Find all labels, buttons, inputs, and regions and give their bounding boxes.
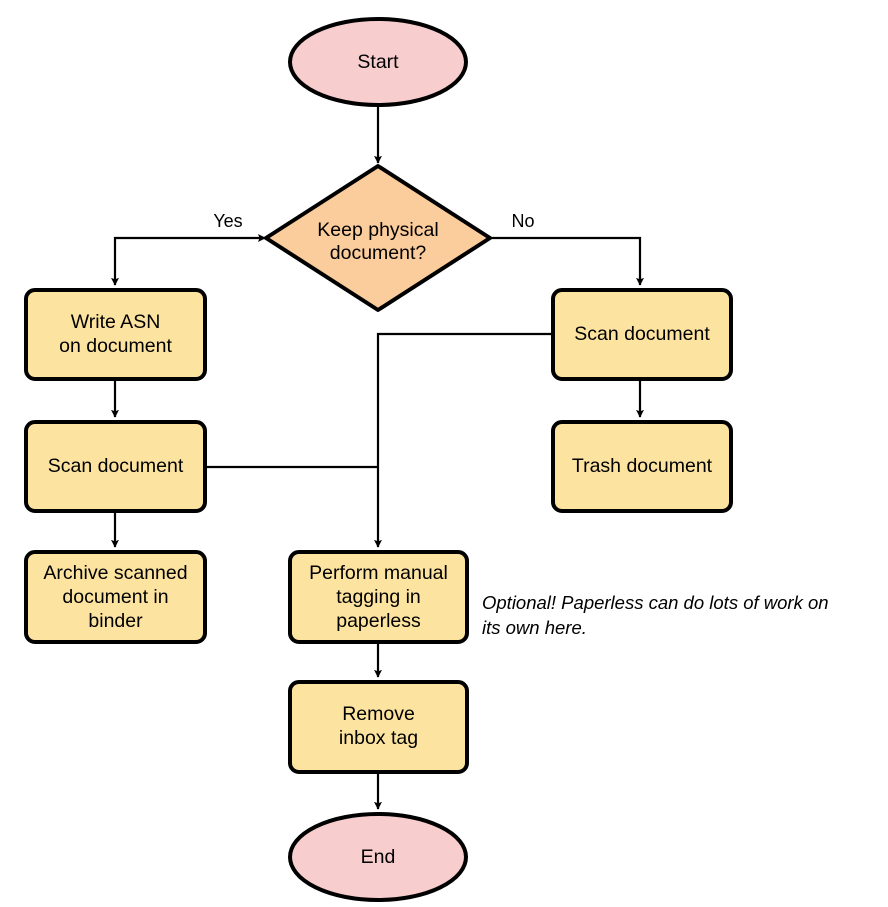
manual-tagging-label-line3: paperless bbox=[336, 610, 421, 632]
connector-decision-no-to-scan-right bbox=[491, 236, 644, 286]
manual-tagging-label-line2: tagging in bbox=[336, 586, 421, 608]
node-end[interactable]: End bbox=[288, 812, 468, 902]
trash-document-label: Trash document bbox=[572, 455, 713, 477]
edge-label-yes: Yes bbox=[213, 211, 242, 231]
archive-label-line3: binder bbox=[88, 610, 143, 632]
node-trash-document[interactable]: Trash document bbox=[551, 420, 733, 513]
node-decision-keep-physical-document[interactable]: Keep physical document? bbox=[264, 164, 492, 312]
decision-label-line1: Keep physical bbox=[317, 219, 438, 241]
node-perform-manual-tagging[interactable]: Perform manual tagging in paperless bbox=[288, 550, 469, 644]
scan-document-right-label: Scan document bbox=[574, 323, 710, 345]
manual-tagging-box bbox=[288, 550, 469, 644]
start-ellipse bbox=[288, 17, 468, 107]
remove-inbox-tag-box bbox=[288, 680, 469, 774]
remove-inbox-label-line1: Remove bbox=[342, 703, 415, 725]
archive-label-line1: Archive scanned bbox=[43, 562, 187, 584]
write-asn-label-line2: on document bbox=[59, 335, 172, 357]
node-scan-document-left[interactable]: Scan document bbox=[24, 420, 207, 513]
node-start[interactable]: Start bbox=[288, 17, 468, 107]
trash-document-box bbox=[551, 420, 733, 513]
write-asn-label-line1: Write ASN bbox=[71, 311, 161, 333]
node-write-asn-on-document[interactable]: Write ASN on document bbox=[24, 288, 207, 381]
optional-note-line1: Optional! Paperless can do lots of work … bbox=[482, 592, 829, 613]
scan-document-left-label: Scan document bbox=[48, 455, 184, 477]
connector-decision-yes-to-write-asn bbox=[111, 234, 266, 286]
decision-diamond bbox=[264, 164, 492, 312]
node-scan-document-right[interactable]: Scan document bbox=[551, 288, 733, 381]
archive-box bbox=[24, 550, 207, 644]
remove-inbox-label-line2: inbox tag bbox=[339, 727, 418, 749]
end-label: End bbox=[361, 846, 396, 868]
write-asn-box bbox=[24, 288, 207, 381]
scan-document-right-box bbox=[551, 288, 733, 381]
end-ellipse bbox=[288, 812, 468, 902]
archive-label-line2: document in bbox=[62, 586, 168, 608]
decision-label-line2: document? bbox=[330, 242, 427, 264]
optional-note-line2: its own here. bbox=[482, 617, 587, 638]
scan-document-left-box bbox=[24, 420, 207, 513]
node-remove-inbox-tag[interactable]: Remove inbox tag bbox=[288, 680, 469, 774]
node-archive-scanned-document[interactable]: Archive scanned document in binder bbox=[24, 550, 207, 644]
edge-label-no: No bbox=[511, 211, 534, 231]
connector-scan-right-to-manual-tagging bbox=[374, 332, 553, 548]
start-label: Start bbox=[357, 51, 399, 73]
manual-tagging-label-line1: Perform manual bbox=[309, 562, 448, 584]
annotation-optional-note: Optional! Paperless can do lots of work … bbox=[482, 592, 829, 638]
